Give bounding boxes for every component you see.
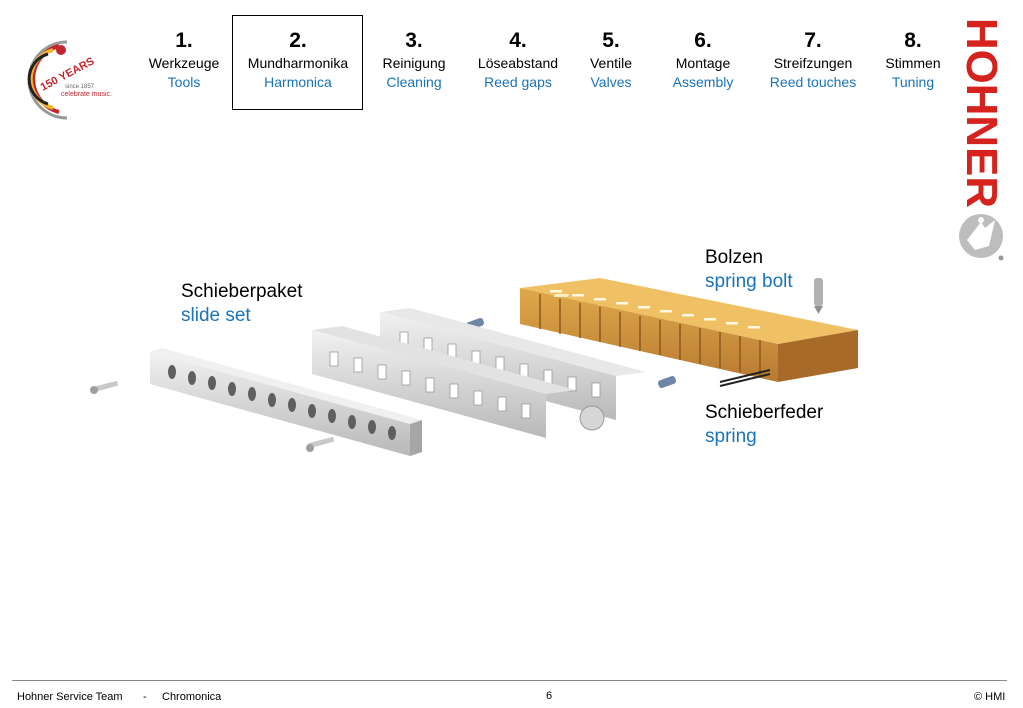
- nav-step-label-de: Mundharmonika: [247, 55, 349, 71]
- label-slide-set: Schieberpaket slide set: [181, 280, 302, 328]
- label-spring-de: Schieberfeder: [705, 402, 824, 423]
- nav-step-reed-touches[interactable]: 7. Streifzungen Reed touches: [758, 28, 868, 92]
- nav-step-assembly[interactable]: 6. Montage Assembly: [658, 28, 748, 92]
- nav-step-label-en: Valves: [590, 74, 632, 90]
- nav-step-label-en: Cleaning: [386, 74, 442, 90]
- nav-step-cleaning[interactable]: 3. Reinigung Cleaning: [370, 28, 458, 92]
- hohner-wordmark: HOHNER: [957, 18, 1006, 208]
- nav-step-tools[interactable]: 1. Werkzeuge Tools: [140, 28, 228, 92]
- footer-copyright: © HMI: [974, 691, 1006, 703]
- nav-step-number: 8.: [904, 29, 922, 52]
- nav-step-tuning[interactable]: 8. Stimmen Tuning: [876, 28, 950, 92]
- label-spring: Schieberfeder spring: [705, 401, 823, 449]
- slide-plate-back: [380, 308, 646, 431]
- nav-step-number: 2.: [289, 29, 307, 52]
- harmonica-exploded-illustration: [90, 278, 858, 456]
- label-slide-set-en: slide set: [181, 305, 251, 326]
- label-spring-bolt: Bolzen spring bolt: [705, 246, 793, 294]
- nav-step-reed-gaps[interactable]: 4. Löseabstand Reed gaps: [466, 28, 570, 92]
- label-slide-set-de: Schieberpaket: [181, 281, 303, 302]
- footer-product: Chromonica: [162, 691, 222, 703]
- jubilee-since: since 1857: [65, 84, 95, 90]
- nav-step-label-de: Ventile: [589, 55, 633, 71]
- footer-divider: [12, 680, 1007, 681]
- nav-step-label-de: Montage: [675, 55, 731, 71]
- nav-step-number: 5.: [602, 29, 620, 52]
- label-spring-bolt-en: spring bolt: [705, 271, 793, 292]
- footer-separator: -: [143, 691, 147, 703]
- nav-step-label-de: Werkzeuge: [148, 55, 220, 71]
- nav-step-label-en: Assembly: [672, 74, 734, 90]
- footer-team: Hohner Service Team: [17, 691, 123, 703]
- nav-step-valves[interactable]: 5. Ventile Valves: [576, 28, 646, 92]
- nav-step-number: 6.: [694, 29, 712, 52]
- label-spring-bolt-de: Bolzen: [705, 247, 764, 268]
- nav-step-label-en: Harmonica: [264, 74, 332, 90]
- slide-spring: [719, 369, 771, 387]
- nav-step-label-de: Löseabstand: [477, 55, 559, 71]
- hohner-brand-logo: HOHNER: [957, 18, 1006, 261]
- jubilee-logo: 150 YEARS since 1857 celebrate music.: [27, 40, 112, 120]
- nav-step-number: 4.: [509, 29, 527, 52]
- comb-body: [520, 278, 858, 382]
- nav-step-number: 1.: [175, 29, 193, 52]
- nav-step-label-de: Reinigung: [382, 55, 446, 71]
- nav-step-number: 3.: [405, 29, 423, 52]
- nav-step-harmonica[interactable]: 2. Mundharmonika Harmonica: [234, 28, 362, 92]
- nav-step-label-de: Streifzungen: [773, 55, 853, 71]
- nav-step-label-en: Tools: [167, 74, 201, 90]
- jubilee-slogan: celebrate music.: [61, 91, 112, 98]
- slide-plate-middle: [312, 326, 576, 438]
- nav-step-label-en: Reed gaps: [484, 74, 552, 90]
- label-spring-en: spring: [705, 426, 757, 447]
- nav-step-label-en: Tuning: [891, 74, 935, 90]
- nav-step-label-en: Reed touches: [769, 74, 857, 90]
- hohner-emblem-icon: [959, 214, 1004, 261]
- spring-bolt: [814, 278, 823, 314]
- page-number: 6: [546, 690, 553, 702]
- slide-plate-front: [150, 348, 422, 456]
- active-step-frame: [232, 15, 363, 110]
- nav-step-number: 7.: [804, 29, 822, 52]
- nav-step-label-de: Stimmen: [885, 55, 941, 71]
